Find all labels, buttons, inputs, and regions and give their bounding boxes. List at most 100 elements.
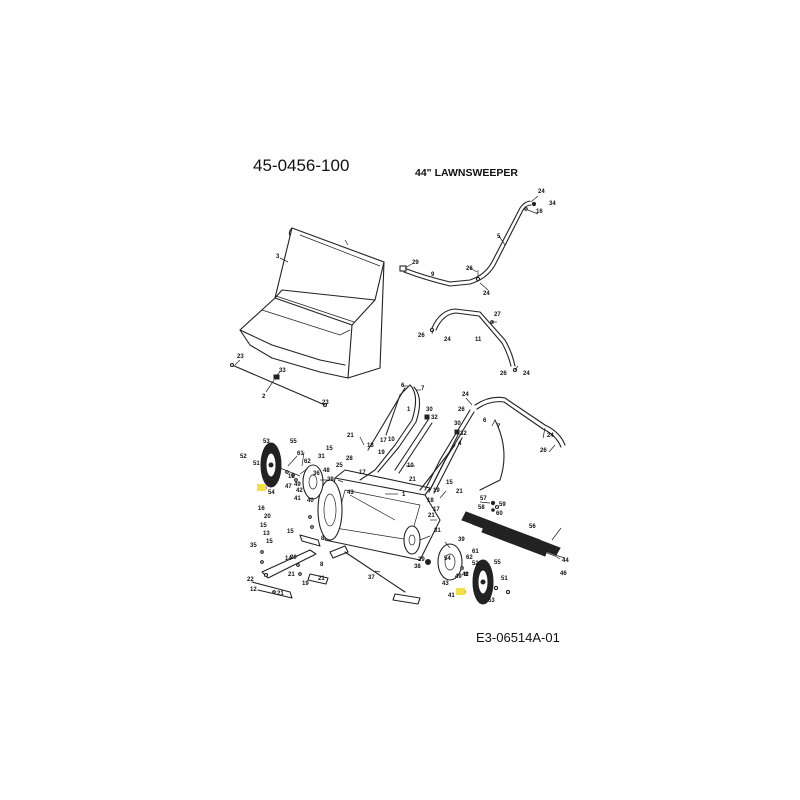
callout: 1 — [402, 492, 406, 498]
callout: 41 — [294, 496, 301, 502]
callout: 26 — [458, 407, 465, 413]
upper-handle — [399, 200, 537, 287]
adjusting-rod — [329, 545, 421, 605]
callout: 14 — [285, 556, 292, 562]
callout: 15 — [326, 446, 333, 452]
callout: 10 — [388, 437, 395, 443]
callout: 2 — [262, 394, 266, 400]
callout: 18 — [367, 443, 374, 449]
callout: 52 — [240, 454, 247, 460]
callout: 29 — [418, 557, 425, 563]
callout: 24 — [483, 291, 490, 297]
callout: 43 — [442, 581, 449, 587]
callout: 16 — [258, 506, 265, 512]
callout: 24 — [444, 337, 451, 343]
callout: 15 — [446, 480, 453, 486]
callout: 25 — [336, 463, 343, 469]
callout-labels: 24 34 16 5 29 9 26 24 3 27 26 24 11 26 2… — [237, 189, 569, 604]
callout: 21 — [347, 433, 354, 439]
callout: 17 — [433, 507, 440, 513]
callout: 57 — [480, 496, 487, 502]
callout: 28 — [346, 456, 353, 462]
callout: 9 — [431, 272, 435, 278]
callout: 55 — [290, 439, 297, 445]
highlight-marker — [456, 588, 465, 595]
callout: 19 — [378, 450, 385, 456]
callout: 6 — [483, 418, 487, 424]
callout: 56 — [529, 524, 536, 530]
callout: 47 — [285, 484, 292, 490]
callout: 49 — [294, 482, 301, 488]
callout: 21 — [288, 572, 295, 578]
left-wheel — [260, 442, 324, 500]
callout: 51 — [253, 461, 260, 467]
callout: 55 — [494, 560, 501, 566]
highlighted-callouts — [257, 484, 465, 595]
callout: 61 — [472, 549, 479, 555]
callout: 61 — [297, 451, 304, 457]
callout: 17 — [359, 470, 366, 476]
callout: 15 — [260, 523, 267, 529]
callout: 6 — [401, 383, 405, 389]
callout: 12 — [250, 587, 257, 593]
brush-hardware — [479, 500, 500, 512]
callout: 60 — [496, 511, 503, 517]
callout: 24 — [462, 392, 469, 398]
callout: 19 — [433, 488, 440, 494]
callout: 10 — [407, 463, 414, 469]
callout: 39 — [327, 477, 334, 483]
callout: 49 — [455, 574, 462, 580]
callout: 29 — [412, 260, 419, 266]
callout: 36 — [313, 471, 320, 477]
callout: 20 — [264, 514, 271, 520]
grass-bag — [239, 227, 385, 379]
callout: 24 — [523, 371, 530, 377]
callout: 30 — [426, 407, 433, 413]
right-wheel — [425, 543, 511, 605]
callout: 32 — [431, 415, 438, 421]
callout: 62 — [304, 459, 311, 465]
callout: 32 — [460, 431, 467, 437]
callout: 42 — [462, 572, 469, 578]
callout: 26 — [540, 448, 547, 454]
support-bars — [394, 414, 463, 494]
callout: 37 — [368, 575, 375, 581]
callout: 48 — [323, 468, 330, 474]
callout: 8 — [320, 562, 324, 568]
callout: 7 — [497, 424, 501, 430]
callout: 20 — [290, 555, 297, 561]
callout: 51 — [501, 576, 508, 582]
callout: 5 — [497, 234, 501, 240]
callout: 3 — [276, 254, 280, 260]
callout: 53 — [263, 439, 270, 445]
callout: 19 — [302, 581, 309, 587]
callout: 13 — [263, 531, 270, 537]
callout: 42 — [296, 488, 303, 494]
callout: 17 — [380, 438, 387, 444]
callout: 53 — [488, 598, 495, 604]
callout: 40 — [307, 498, 314, 504]
callout: 30 — [454, 421, 461, 427]
callout: 16 — [536, 209, 543, 215]
leader-lines — [234, 195, 562, 573]
callout: 41 — [448, 593, 455, 599]
callout: 21 — [409, 477, 416, 483]
callout: 52 — [472, 561, 479, 567]
callout: 54 — [444, 556, 451, 562]
callout: 4 — [458, 441, 462, 447]
callout: 24 — [538, 189, 545, 195]
callout: 59 — [499, 502, 506, 508]
height-adjust-arms — [251, 515, 329, 599]
callout: 38 — [414, 564, 421, 570]
callout: 21 — [277, 591, 284, 597]
callout: 46 — [560, 571, 567, 577]
callout: 44 — [562, 558, 569, 564]
callout: 8 — [321, 536, 325, 542]
callout: 15 — [266, 539, 273, 545]
callout: 21 — [456, 489, 463, 495]
callout: 26 — [500, 371, 507, 377]
callout: 7 — [421, 386, 425, 392]
brush — [461, 511, 566, 559]
callout: 18 — [288, 474, 295, 480]
